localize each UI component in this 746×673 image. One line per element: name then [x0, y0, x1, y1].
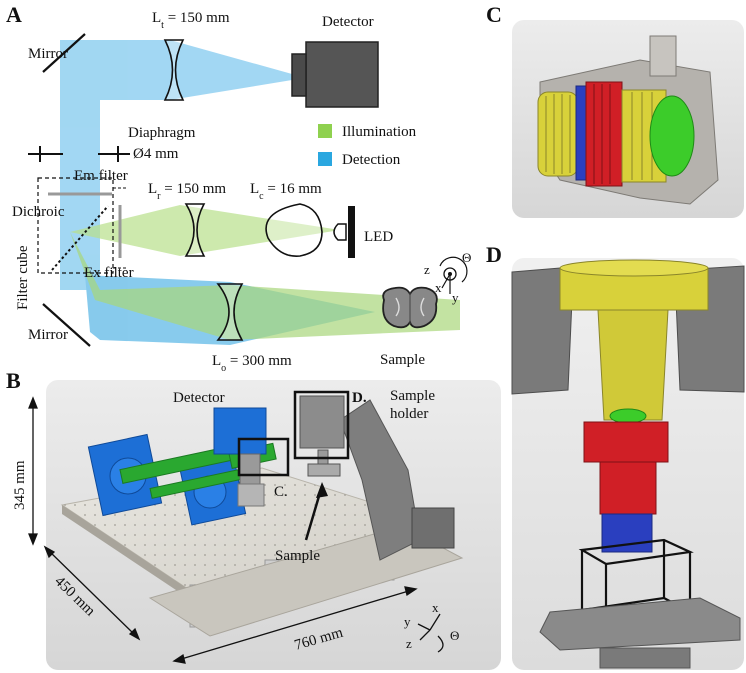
diaphragm-size: Ø4 mm	[133, 146, 179, 162]
axes-icon-b	[417, 613, 444, 653]
ex-filter-label: Ex filter	[84, 265, 134, 281]
dichroic-label: Dichroic	[12, 204, 65, 220]
svg-text:Lt = 150 mm: Lt = 150 mm	[152, 10, 230, 31]
lens-c-value: = 16 mm	[264, 181, 322, 197]
svg-text:Lo = 300 mm: Lo = 300 mm	[212, 353, 292, 374]
dimension-depth	[43, 545, 141, 641]
callout-c-box	[237, 437, 290, 477]
lens-c-sub: c	[259, 191, 264, 202]
lens-r-sub: r	[157, 191, 161, 202]
axis-a-x: x	[435, 280, 442, 295]
lens-r-value: = 150 mm	[161, 181, 227, 197]
blue-ring	[575, 85, 587, 181]
axis-b-x: x	[432, 600, 439, 615]
callout-c-label: C.	[274, 484, 288, 500]
dimension-height	[28, 396, 38, 546]
lens-o-prefix: L	[212, 353, 221, 369]
green-disc-d	[609, 408, 647, 424]
panel-d: D	[486, 242, 745, 670]
beam-to-detector	[100, 40, 292, 100]
red-cylinder	[583, 421, 669, 515]
axis-a-y: y	[452, 290, 459, 305]
yellow-flange	[559, 259, 709, 421]
lens-t-prefix: L	[152, 10, 161, 26]
panel-d-letter: D	[486, 242, 502, 267]
axis-a-theta: Θ	[462, 250, 471, 265]
legend-detection-swatch	[318, 152, 332, 166]
sample-label: Sample	[380, 352, 425, 368]
lens-c	[265, 203, 323, 257]
legend-illumination-swatch	[318, 124, 332, 138]
axis-a-z: z	[424, 262, 430, 277]
illumination-beam	[70, 205, 460, 340]
dimension-width	[172, 586, 418, 664]
mirror-bottom-label: Mirror	[28, 327, 68, 343]
callout-d-box	[293, 390, 350, 460]
lens-o-value: = 300 mm	[226, 353, 292, 369]
sample-holder-label-2: holder	[390, 406, 428, 422]
axis-b-theta: Θ	[450, 628, 459, 643]
axes-icon-a	[439, 256, 468, 294]
sample-icon	[382, 286, 438, 329]
legend-illumination-label: Illumination	[342, 124, 417, 140]
sample-holder-label-1: Sample	[390, 388, 435, 404]
panel-c-letter: C	[486, 2, 502, 27]
mirror-top	[42, 33, 86, 73]
detector-label: Detector	[322, 14, 374, 30]
led-icon	[333, 206, 355, 258]
svg-text:Lc = 16 mm: Lc = 16 mm	[250, 181, 322, 202]
yellow-threaded-tube	[537, 91, 579, 177]
dichroic-mirror	[51, 205, 109, 271]
beam-led	[70, 205, 340, 256]
mirror-bottom	[42, 303, 91, 347]
led-label: LED	[364, 229, 393, 245]
em-filter-label: Em filter	[74, 168, 128, 184]
red-threaded-tube	[585, 81, 623, 187]
diaphragm-icon	[28, 146, 130, 162]
detector-camera	[213, 407, 267, 507]
filter-cube-outline	[37, 177, 114, 274]
stage-base	[539, 597, 741, 651]
axis-b-z: z	[406, 636, 412, 651]
legend-detection-label: Detection	[342, 152, 401, 168]
detector-icon	[291, 41, 379, 108]
lens-r	[184, 203, 206, 257]
sample-label-b: Sample	[275, 548, 320, 564]
diaphragm-label: Diaphragm	[128, 125, 196, 141]
detector-label-b: Detector	[173, 390, 225, 406]
panel-b: B Detector	[6, 368, 501, 670]
beam-to-sample	[70, 232, 460, 340]
lens-c-prefix: L	[250, 181, 259, 197]
lens-t-sub: t	[161, 20, 164, 31]
lens-t	[163, 39, 185, 101]
panel-a: A Mirror Mirror Lt = 150 mm Detector	[6, 2, 471, 374]
lens-o	[216, 283, 244, 341]
lens-t-value: = 150 mm	[164, 10, 230, 26]
axis-b-y: y	[404, 614, 411, 629]
dim-height-label: 345 mm	[12, 460, 28, 510]
panel-c: C	[486, 2, 744, 218]
green-sample-disc	[649, 95, 695, 177]
sample-holder	[299, 395, 455, 561]
filter-cube-label: Filter cube	[15, 245, 31, 310]
svg-text:Lr = 150 mm: Lr = 150 mm	[148, 181, 226, 202]
mirror-top-label: Mirror	[28, 46, 68, 62]
panel-b-letter: B	[6, 368, 21, 393]
panel-a-letter: A	[6, 2, 22, 27]
lens-o-sub: o	[221, 363, 226, 374]
lens-r-prefix: L	[148, 181, 157, 197]
callout-d-label: D.	[352, 390, 367, 406]
